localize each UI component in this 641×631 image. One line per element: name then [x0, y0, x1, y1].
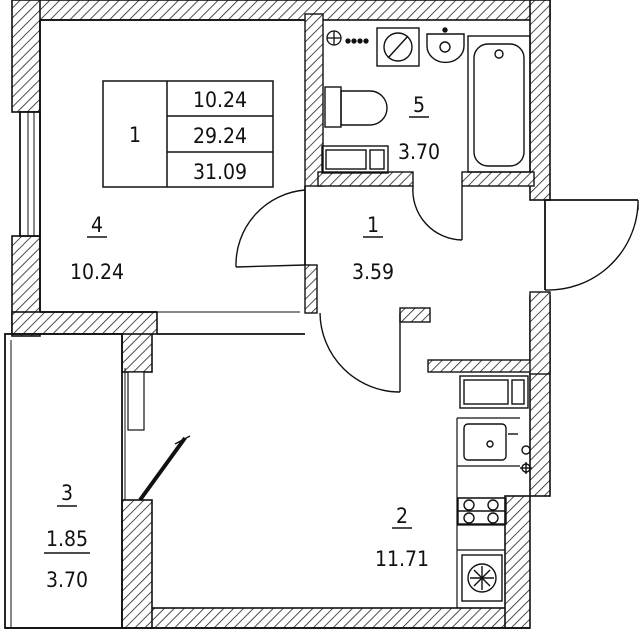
toilet-icon	[324, 86, 388, 128]
washing-machine-icon	[321, 145, 389, 174]
stove-icon	[457, 497, 507, 525]
summary-total-area: 29.24	[193, 124, 247, 148]
water-heater-icon	[376, 27, 420, 67]
room-number: 3	[61, 481, 73, 505]
kitchen-sink-icon	[463, 423, 532, 474]
summary-total-with-balcony: 31.09	[193, 160, 247, 184]
room-number: 1	[367, 213, 379, 237]
wall-lines	[4, 19, 638, 629]
room-label-kitchen: 2 11.71	[375, 504, 429, 571]
room-area: 3.70	[398, 140, 440, 164]
room-number: 5	[413, 93, 425, 117]
summary-living-area: 10.24	[193, 88, 247, 112]
summary-room-count: 1	[129, 123, 141, 147]
room-label-hall: 1 3.59	[352, 213, 394, 284]
room-number: 2	[396, 504, 408, 528]
room-label-bedroom: 4 10.24	[70, 213, 124, 284]
room-number: 4	[91, 213, 103, 237]
doors	[138, 185, 639, 502]
sink-icon	[426, 27, 465, 64]
room-area-full: 3.70	[46, 568, 88, 592]
room-area: 3.59	[352, 260, 394, 284]
room-area: 11.71	[375, 547, 429, 571]
area-summary-table	[102, 80, 274, 188]
room-label-bathroom: 5 3.70	[398, 93, 440, 164]
room-label-balcony: 3 1.85 3.70	[44, 481, 90, 592]
interior-walls	[304, 13, 551, 375]
room-area: 10.24	[70, 260, 124, 284]
boiler-icon	[326, 30, 369, 46]
exterior-walls	[11, 0, 551, 629]
fridge-icon	[459, 375, 529, 409]
room-area: 1.85	[46, 527, 88, 551]
dishwasher-icon	[461, 554, 503, 602]
bathtub-icon	[467, 35, 531, 173]
